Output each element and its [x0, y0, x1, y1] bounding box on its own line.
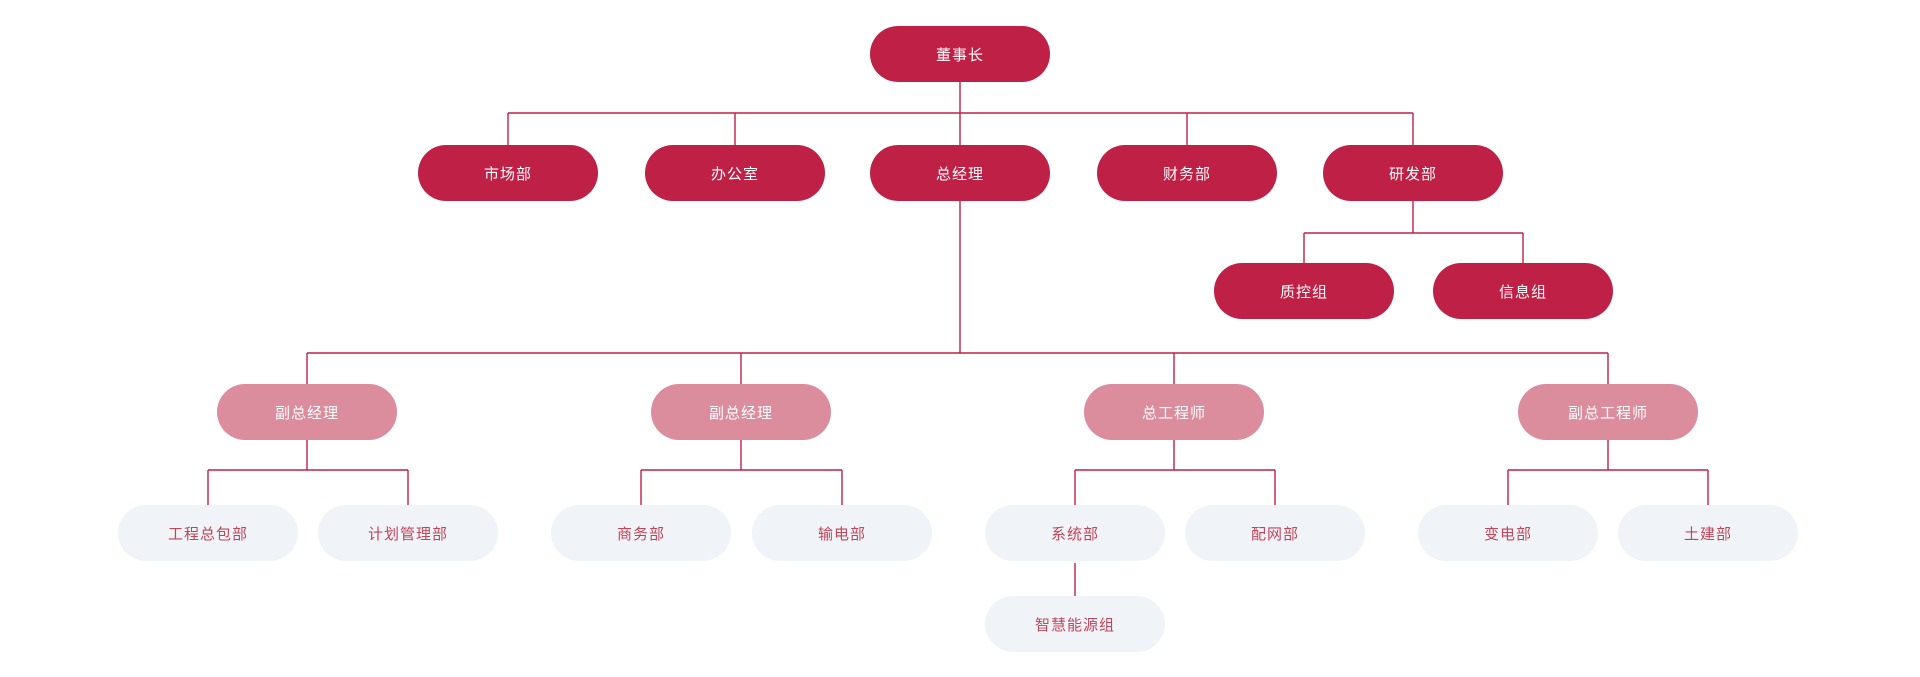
org-node-general-manager[interactable]: 总经理 [870, 145, 1050, 201]
org-node-rnd-dept[interactable]: 研发部 [1323, 145, 1503, 201]
org-node-deputy-gm-1[interactable]: 副总经理 [217, 384, 397, 440]
org-node-civil-dept[interactable]: 土建部 [1618, 505, 1798, 561]
org-node-quality-control-group[interactable]: 质控组 [1214, 263, 1394, 319]
org-node-chief-engineer[interactable]: 总工程师 [1084, 384, 1264, 440]
org-node-office[interactable]: 办公室 [645, 145, 825, 201]
org-node-distribution-dept[interactable]: 配网部 [1185, 505, 1365, 561]
org-node-business-dept[interactable]: 商务部 [551, 505, 731, 561]
org-node-deputy-gm-2[interactable]: 副总经理 [651, 384, 831, 440]
org-node-finance-dept[interactable]: 财务部 [1097, 145, 1277, 201]
org-node-substation-dept[interactable]: 变电部 [1418, 505, 1598, 561]
org-node-deputy-chief-engineer[interactable]: 副总工程师 [1518, 384, 1698, 440]
org-node-smart-energy-group[interactable]: 智慧能源组 [985, 596, 1165, 652]
org-node-system-dept[interactable]: 系统部 [985, 505, 1165, 561]
org-node-transmission-dept[interactable]: 输电部 [752, 505, 932, 561]
org-node-marketing-dept[interactable]: 市场部 [418, 145, 598, 201]
org-node-planning-dept[interactable]: 计划管理部 [318, 505, 498, 561]
org-node-information-group[interactable]: 信息组 [1433, 263, 1613, 319]
org-node-chairman[interactable]: 董事长 [870, 26, 1050, 82]
org-node-epc-dept[interactable]: 工程总包部 [118, 505, 298, 561]
